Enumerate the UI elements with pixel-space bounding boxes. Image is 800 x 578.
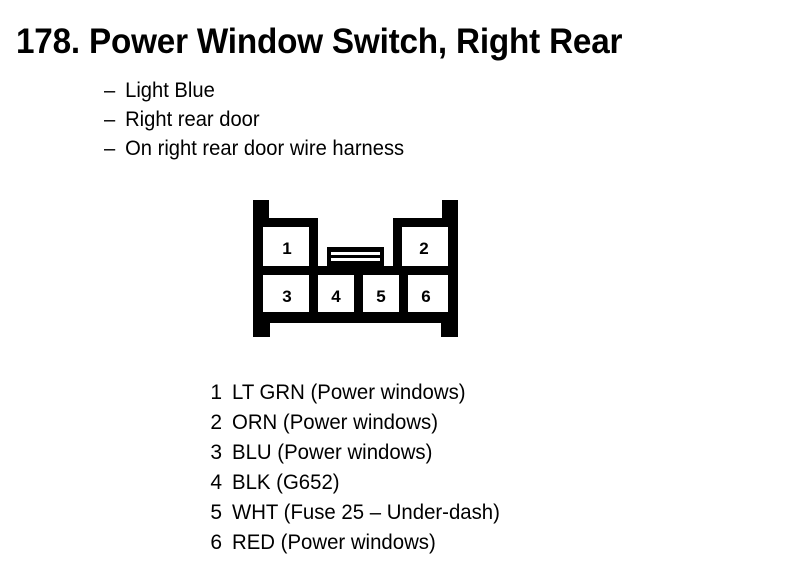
connector-left-bottom-foot (253, 312, 270, 337)
description-item-harness-label: On right rear door wire harness (125, 137, 405, 160)
legend-pin-description: ORN (Power windows) (232, 411, 439, 434)
connector-latch-tab (327, 247, 384, 266)
connector-top-wall-right (393, 218, 448, 227)
page-title: 178. Power Window Switch, Right Rear (16, 22, 623, 61)
dash-bullet-icon: – (104, 79, 116, 102)
connector-pin-label-1: 1 (282, 239, 292, 258)
connector-divider-cell2-left (393, 218, 402, 266)
connector-divider-pin3-pin4 (309, 275, 318, 312)
list-item: 3 BLU (Power windows) (196, 438, 508, 468)
dash-bullet-icon: – (104, 108, 116, 131)
legend-pin-description: BLK (G652) (232, 471, 340, 494)
connector-diagram: 1 2 3 4 5 6 (253, 200, 458, 337)
legend-pin-number: 6 (210, 531, 222, 554)
list-item: 6 RED (Power windows) (196, 528, 508, 558)
connector-right-top-tab (442, 200, 458, 218)
connector-row-divider (253, 266, 458, 275)
description-item-color: –Light Blue (104, 76, 603, 105)
connector-pin-label-4: 4 (331, 287, 341, 306)
legend-pin-number: 1 (210, 381, 222, 404)
connector-latch-slot (331, 252, 380, 255)
description-item-color-label: Light Blue (125, 79, 215, 102)
connector-pin-label-3: 3 (282, 287, 292, 306)
legend-pin-number: 4 (210, 471, 222, 494)
connector-top-wall-left (263, 218, 318, 227)
description-item-location-label: Right rear door (125, 108, 260, 131)
legend-pin-description: RED (Power windows) (232, 531, 436, 554)
legend-pin-description: BLU (Power windows) (232, 441, 433, 464)
list-item: 5 WHT (Fuse 25 – Under-dash) (196, 498, 508, 528)
description-item-harness: –On right rear door wire harness (104, 134, 603, 163)
pin-legend-list: 1 LT GRN (Power windows) 2 ORN (Power wi… (196, 378, 508, 558)
connector-pin-label-5: 5 (376, 287, 386, 306)
legend-pin-description: WHT (Fuse 25 – Under-dash) (232, 501, 500, 524)
legend-pin-number: 5 (210, 501, 222, 524)
connector-latch-slot (331, 258, 380, 261)
description-list: –Light Blue –Right rear door –On right r… (104, 76, 624, 163)
connector-divider-cell1-right (309, 218, 318, 266)
connector-pin-label-6: 6 (421, 287, 431, 306)
list-item: 2 ORN (Power windows) (196, 408, 508, 438)
connector-pin-label-2: 2 (419, 239, 429, 258)
connector-divider-pin5-pin6 (399, 275, 408, 312)
connector-bottom-wall (253, 312, 458, 323)
list-item: 4 BLK (G652) (196, 468, 508, 498)
connector-right-bottom-foot (441, 312, 458, 337)
list-item: 1 LT GRN (Power windows) (196, 378, 508, 408)
legend-pin-description: LT GRN (Power windows) (232, 381, 466, 404)
dash-bullet-icon: – (104, 137, 116, 160)
legend-pin-number: 3 (210, 441, 222, 464)
legend-pin-number: 2 (210, 411, 222, 434)
description-item-location: –Right rear door (104, 105, 603, 134)
connector-left-top-tab (253, 200, 269, 218)
connector-divider-pin4-pin5 (354, 275, 363, 312)
